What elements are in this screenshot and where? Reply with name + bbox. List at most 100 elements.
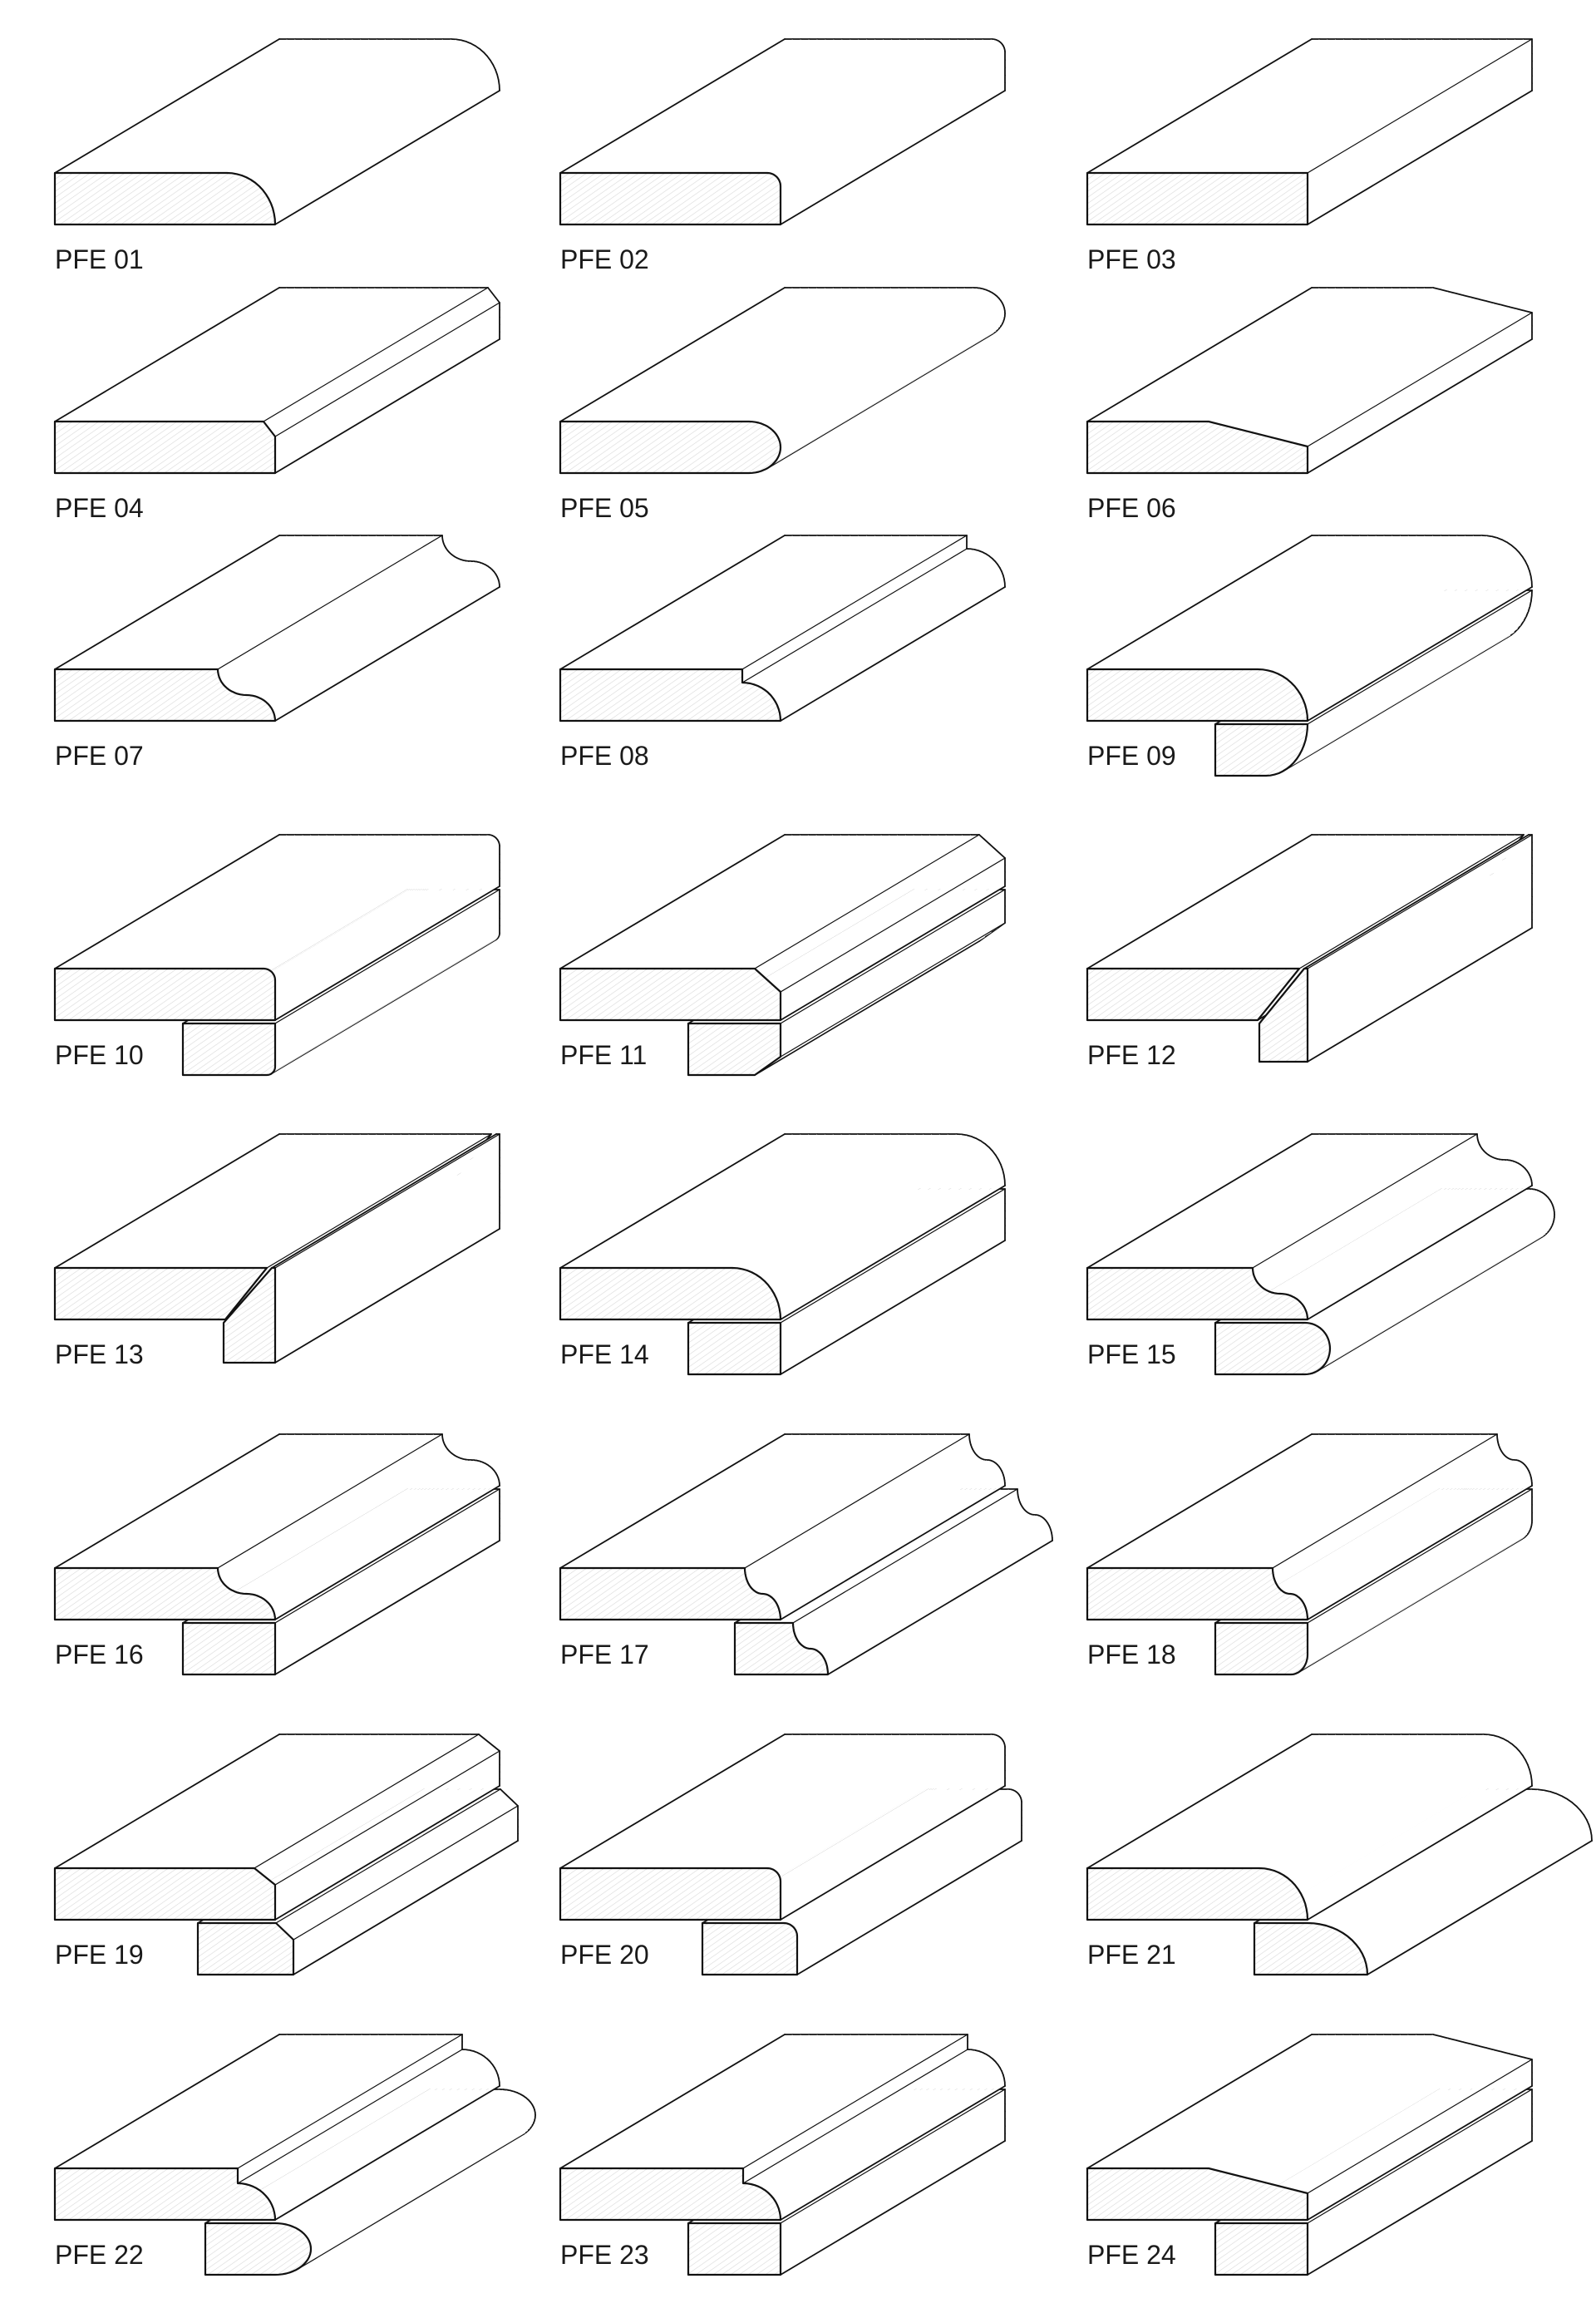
extruded-face	[1151, 1434, 1385, 1568]
extruded-face	[592, 1434, 825, 1568]
extruded-face	[781, 890, 1005, 1032]
extruded-face	[191, 288, 424, 422]
extruded-face	[1307, 1780, 1532, 1920]
extruded-face	[1209, 1734, 1443, 1868]
extruded-face	[1308, 858, 1532, 1000]
cross-section-face	[559, 1566, 782, 1621]
extruded-face	[1231, 293, 1464, 430]
cross-section-face	[1086, 967, 1301, 1022]
extruded-face	[1356, 1810, 1584, 1949]
extruded-face	[105, 2034, 337, 2168]
back-edge-line	[1555, 1793, 1563, 1798]
extruded-face	[1240, 1434, 1473, 1568]
extruded-face	[776, 1470, 1003, 1607]
back-edge-line	[995, 1154, 1000, 1161]
extruded-face	[806, 1514, 1033, 1649]
extruded-face	[793, 1793, 1019, 1929]
extruded-face	[641, 835, 874, 969]
back-edge-line	[1478, 2044, 1487, 2049]
edge-line	[780, 1785, 1006, 1921]
extruded-face	[155, 2034, 387, 2168]
extruded-face	[96, 1734, 329, 1868]
extruded-face	[722, 835, 955, 969]
extruded-face	[754, 2051, 983, 2187]
extruded-face	[271, 69, 498, 209]
back-edge-line	[1493, 1734, 1500, 1738]
extruded-face	[1308, 61, 1532, 203]
extruded-face	[275, 1778, 500, 1920]
extruded-face	[651, 39, 884, 173]
extruded-face	[269, 1747, 500, 1885]
extruded-face	[724, 288, 958, 422]
extruded-face	[259, 1738, 490, 1877]
extruded-face	[776, 43, 1002, 179]
cross-section-face	[1086, 1566, 1309, 1621]
edge-line	[274, 338, 500, 474]
back-edge-line	[1523, 2056, 1533, 2060]
extruded-face	[781, 2096, 1005, 2238]
extruded-face	[609, 535, 843, 669]
extruded-face	[273, 841, 499, 976]
extruded-face	[699, 1134, 933, 1268]
extruded-face	[86, 288, 320, 422]
extruded-face	[1306, 1775, 1532, 1915]
back-edge-line	[1537, 1788, 1545, 1792]
extruded-face	[781, 2126, 1005, 2268]
back-edge-line	[1530, 1774, 1533, 1782]
extruded-face	[177, 39, 411, 173]
extruded-face	[1342, 1798, 1573, 1936]
extruded-face	[634, 535, 868, 669]
extruded-face	[223, 550, 450, 687]
extruded-face	[756, 1141, 986, 1278]
extruded-face	[718, 2034, 951, 2168]
extruded-face	[609, 39, 843, 173]
extruded-face	[1087, 1734, 1320, 1868]
back-edge-line	[1508, 2053, 1518, 2057]
extruded-face	[1295, 1751, 1523, 1890]
extruded-face	[229, 1734, 462, 1868]
extruded-face	[795, 1796, 1021, 1931]
extruded-face	[1241, 535, 1475, 669]
extruded-face	[823, 1523, 1049, 1660]
extruded-face	[126, 835, 360, 969]
back-edge-line	[496, 838, 500, 841]
extruded-face	[800, 1510, 1027, 1645]
extruded-face	[1328, 1206, 1554, 1344]
extruded-face	[1250, 39, 1484, 173]
back-edge-line	[491, 2064, 495, 2069]
extruded-face	[144, 1134, 377, 1268]
extruded-face	[310, 2109, 535, 2246]
extruded-face	[1199, 1434, 1433, 1568]
edge-line	[274, 885, 500, 1021]
extruded-face	[274, 85, 500, 224]
extruded-face	[1152, 1734, 1386, 1868]
extruded-face	[776, 42, 1002, 178]
extruded-face	[781, 82, 1005, 224]
extruded-face	[767, 292, 995, 428]
extruded-face	[113, 2034, 346, 2168]
extruded-face	[577, 2034, 810, 2168]
extruded-face	[258, 563, 485, 699]
cross-section-face	[1214, 2222, 1309, 2276]
extruded-face	[1103, 835, 1337, 969]
extruded-face	[1153, 1134, 1387, 1268]
extruded-face	[761, 2054, 990, 2191]
extruded-face	[275, 1533, 500, 1674]
cross-section-face	[204, 2222, 313, 2276]
profile-16: PFE 16	[53, 1433, 500, 1676]
extruded-face	[79, 288, 312, 422]
extruded-face	[224, 1451, 452, 1587]
extruded-face	[691, 1134, 924, 1268]
extruded-face	[626, 288, 859, 422]
edge-line	[254, 1734, 480, 1869]
extruded-face	[102, 288, 336, 422]
extruded-face	[780, 583, 1005, 721]
extruded-face	[634, 39, 868, 173]
extruded-face	[1111, 1134, 1345, 1268]
extruded-face	[755, 835, 985, 974]
extruded-face	[776, 323, 1002, 461]
extruded-face	[827, 1535, 1052, 1672]
extruded-face	[648, 1434, 881, 1568]
extruded-face	[616, 1434, 850, 1568]
extruded-face	[259, 1134, 491, 1268]
